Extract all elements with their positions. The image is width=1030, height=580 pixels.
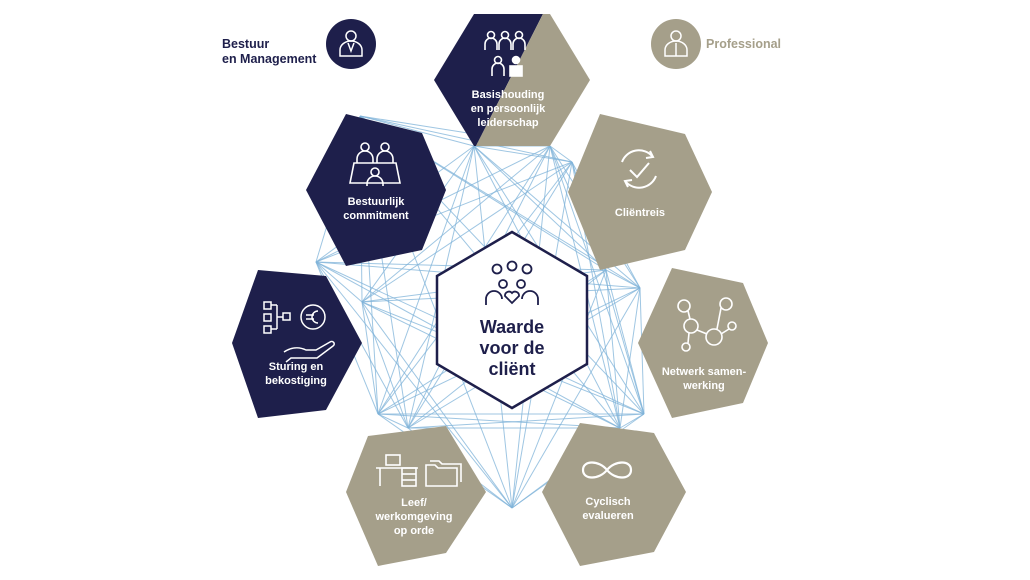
legend-professional: Professional [706,37,781,52]
legend-bestuur-management: Bestuur en Management [222,37,316,67]
hex-cyclisch: Cyclisch evalueren [542,423,686,566]
legend-manager-badge [326,19,376,69]
connection-line [473,145,607,271]
legend-professional-badge [651,19,701,69]
connection-line [511,269,607,509]
center-hexagon: Waarde voor de cliënt [435,230,589,410]
connection-line [605,269,645,415]
team-icon [484,30,526,77]
legend-bestuur-line1: Bestuur [222,37,270,51]
connection-line [549,145,573,163]
client-group-heart-icon [485,260,539,305]
hex-leefwerk-line3: op orde [394,525,434,537]
hex-leefwerk: Leef/ werkomgeving op orde [346,426,486,566]
hex-bestuurlijk-line1: Bestuurlijk [348,196,406,208]
connection-line [359,115,475,147]
network-icon [677,297,737,352]
center-label-line2: voor de [479,338,544,358]
connection-line [407,413,645,429]
hex-basishouding-line2: en persoonlijk [471,103,546,115]
connection-line [361,161,573,303]
hex-sturing-line1: Sturing en [269,361,324,373]
hex-sturing-line2: bekostiging [265,375,327,387]
legend-bestuur-line2: en Management [222,52,317,66]
connection-line [315,261,363,303]
hex-cyclisch-line1: Cyclisch [585,496,631,508]
legend-professional-label: Professional [706,37,782,51]
hex-basishouding-line1: Basishouding [472,89,545,101]
connection-line [359,115,573,163]
hex-netwerk-line1: Netwerk samen- [662,366,747,378]
connection-line [315,261,513,509]
hex-leefwerk-line1: Leef/ [401,497,427,509]
hex-sturing: Sturing en bekostiging [232,270,362,418]
connection-line [361,301,513,509]
hex-basishouding-line3: leiderschap [477,117,538,129]
professional-icon [664,30,688,57]
hex-netwerk: Netwerk samen- werking [638,268,768,418]
center-label-line1: Waarde [480,317,544,337]
hex-bestuurlijk: Bestuurlijk commitment [306,114,446,266]
hex-leefwerk-line2: werkomgeving [374,511,452,523]
connection-line [361,301,409,429]
infinity-icon [581,461,633,479]
manager-icon [339,30,363,57]
center-label-line3: cliënt [488,359,535,379]
connection-line [361,145,551,303]
hex-bestuurlijk-line2: commitment [343,210,409,222]
connection-line [377,413,409,429]
meeting-icon [349,142,401,186]
hex-clientreis-line1: Cliëntreis [615,207,665,219]
desk-folders-icon [376,454,462,487]
hex-clientreis: Cliëntreis [568,114,712,270]
cycle-check-icon [621,149,657,189]
connection-line [377,145,475,415]
hex-netwerk-line2: werking [682,380,725,392]
hex-cyclisch-line2: evalueren [582,510,634,522]
connection-line [361,301,379,415]
euro-hand-icon [263,301,335,363]
connection-line [511,287,641,509]
hex-basishouding: Basishouding en persoonlijk leiderschap [434,14,590,146]
